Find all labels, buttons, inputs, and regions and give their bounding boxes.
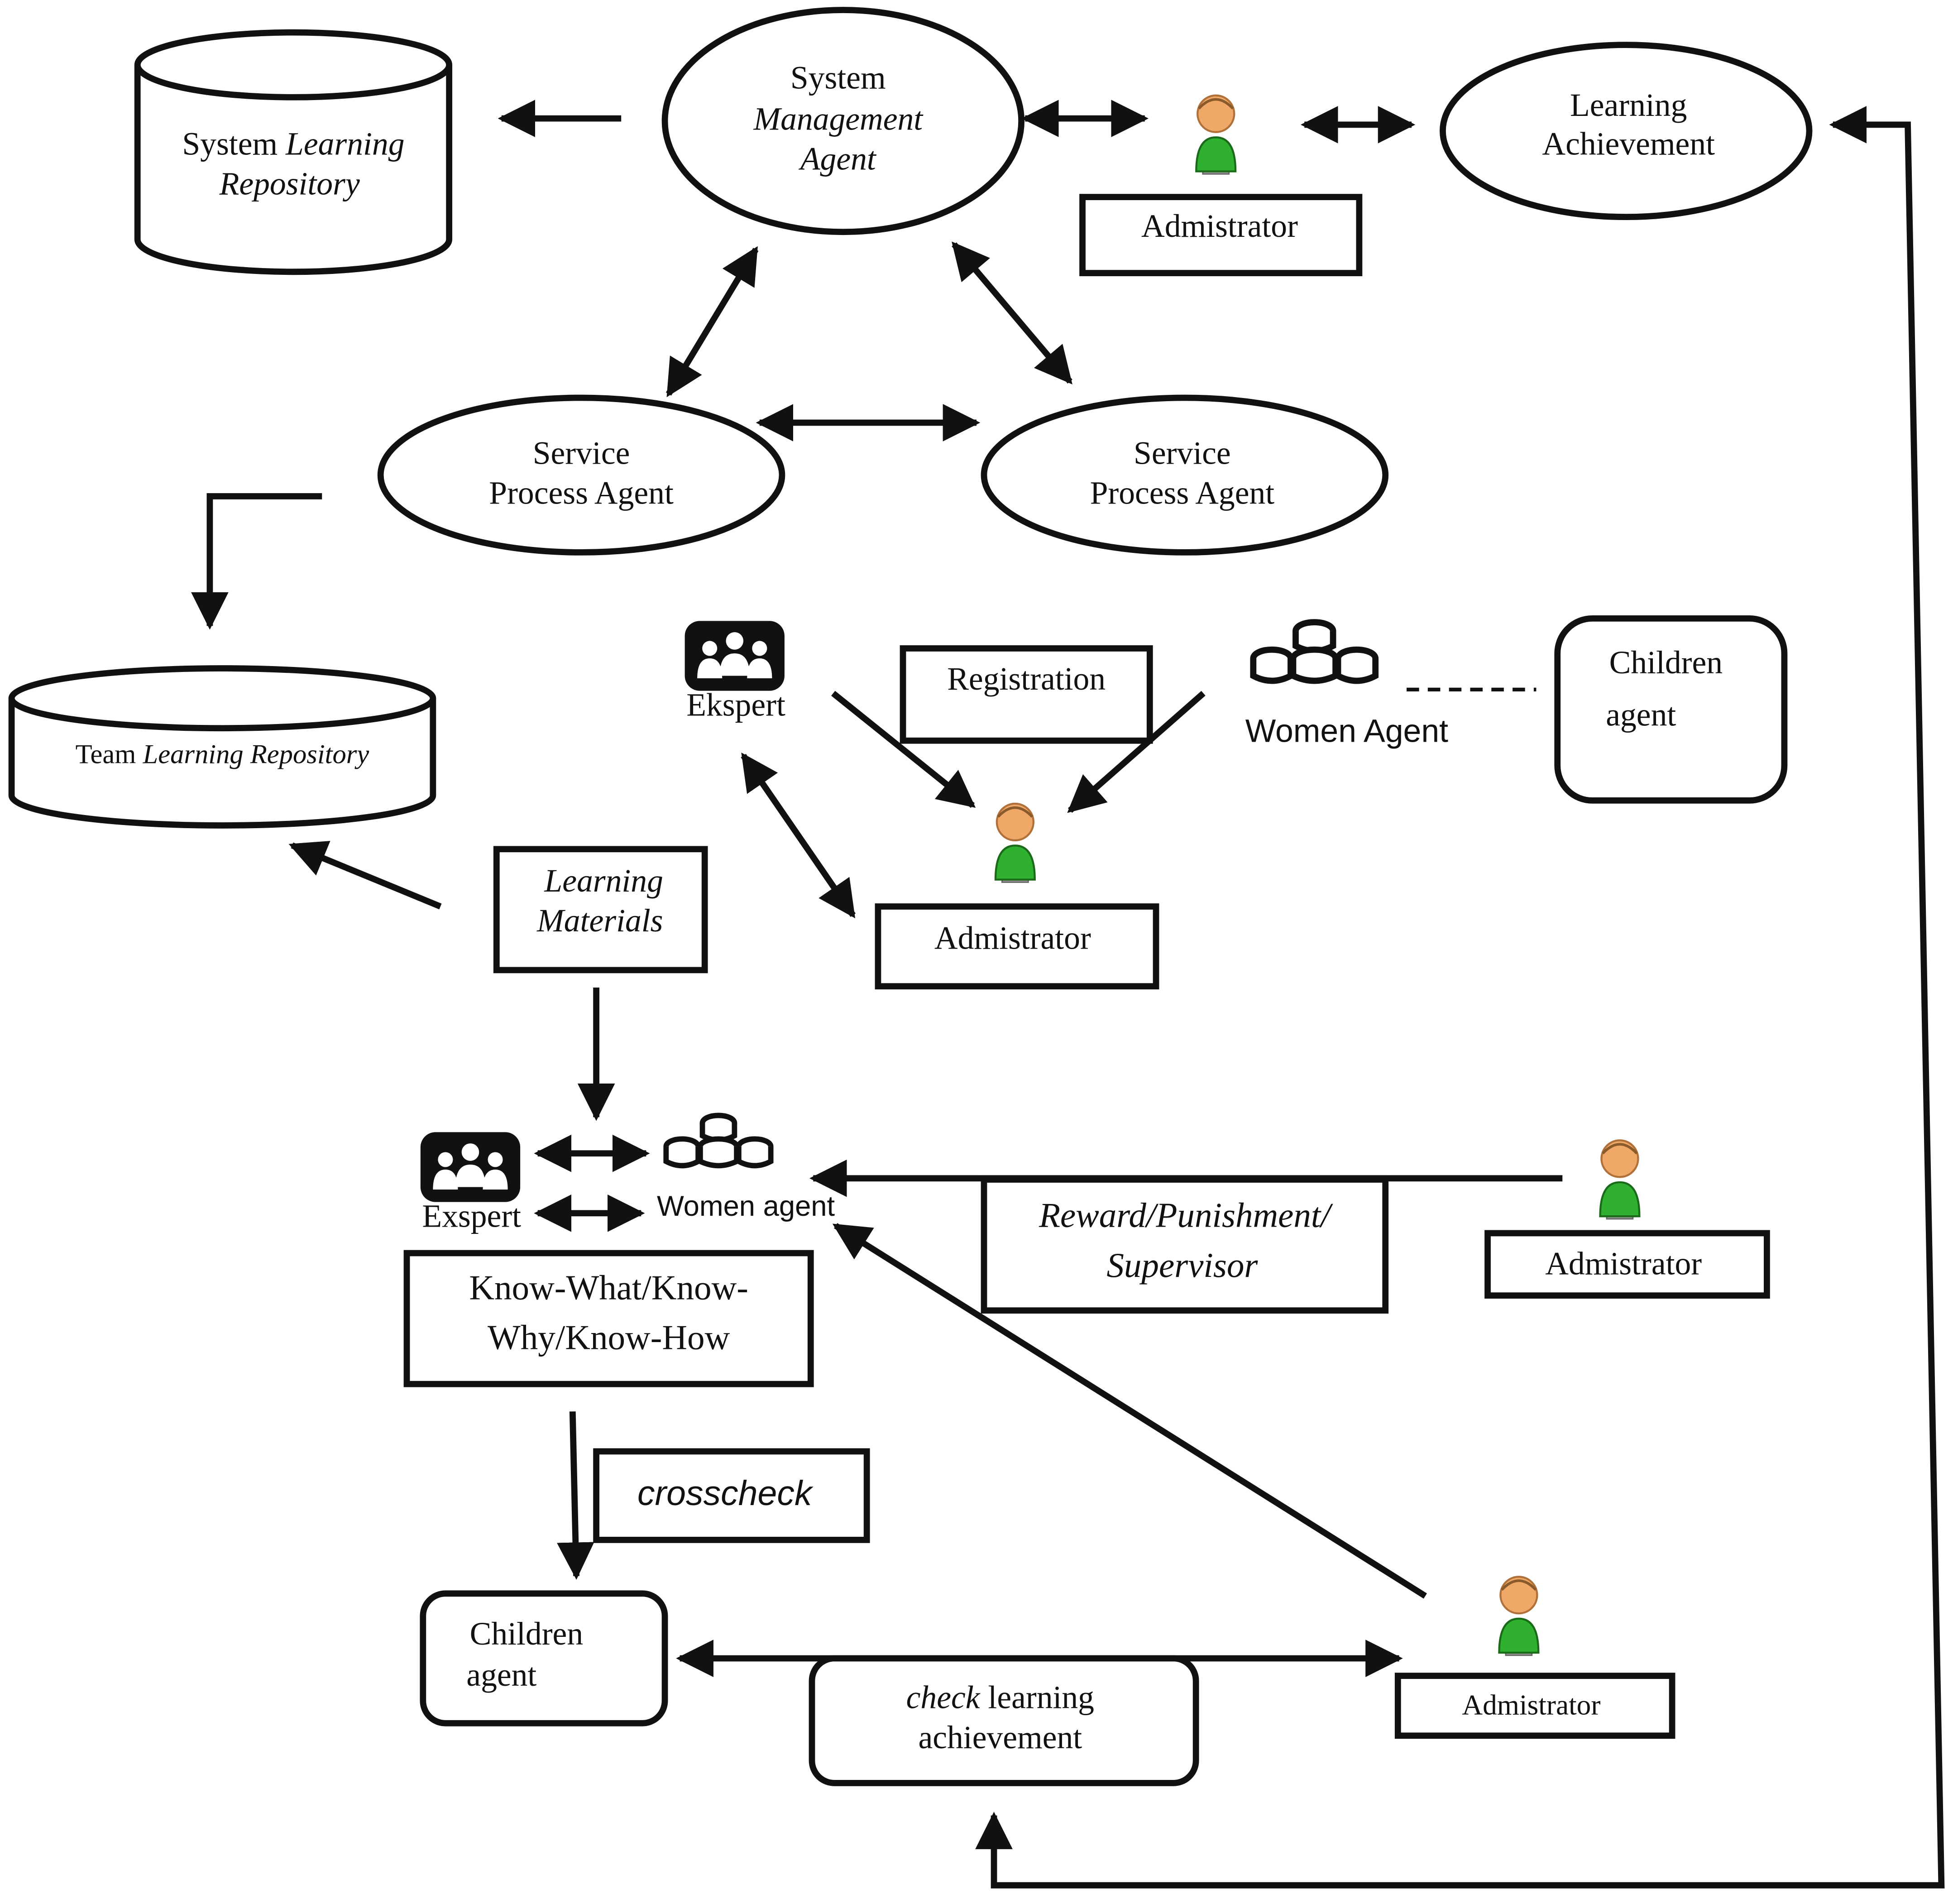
system-repo-text-3: Repository: [219, 166, 360, 202]
admin-box-top: Admistrator: [1079, 194, 1363, 276]
crosscheck-label: crosscheck: [637, 1474, 814, 1513]
check-line-2: achievement: [918, 1720, 1082, 1755]
arrow-know-to-children: [557, 1411, 594, 1580]
person-icon-bottom: [1499, 1577, 1539, 1655]
system-learning-repository: System Learning Repository: [134, 29, 453, 275]
service-right-line-2: Process Agent: [1090, 475, 1275, 511]
team-repo-text-1: Team: [76, 739, 143, 769]
reward-line-2: Supervisor: [1106, 1246, 1258, 1285]
group-icon-bottom: [420, 1132, 521, 1202]
system-mgmt-line-3: Agent: [799, 141, 877, 177]
expert-label-bottom: Exspert: [422, 1199, 521, 1234]
know-line-2: Why/Know-How: [488, 1318, 730, 1357]
arrow-feedback-loop-right: [975, 106, 1945, 1889]
system-mgmt-line-1: System: [790, 60, 886, 96]
system-management-agent: System Management Agent: [661, 7, 1025, 235]
admin-box-right: Admistrator: [1484, 1230, 1770, 1299]
children-middle-line-1: Children: [1609, 645, 1723, 681]
admin-label-top: Admistrator: [1141, 208, 1298, 244]
service-left-line-1: Service: [533, 435, 630, 471]
know-line-1: Know-What/Know-: [469, 1268, 748, 1307]
admin-box-middle: Admistrator: [875, 903, 1159, 990]
check-learning-achievement-box: check learning achievement: [809, 1655, 1199, 1786]
admin-label-right: Admistrator: [1545, 1246, 1702, 1281]
arrow-women-to-admin: [1067, 691, 1206, 813]
reward-line-1: Reward/Punishment/: [1039, 1196, 1333, 1235]
check-italic: check: [906, 1680, 981, 1716]
service-right-line-1: Service: [1134, 435, 1231, 471]
learning-achievement-line-1: Learning: [1570, 87, 1687, 123]
women-agent-label-middle: Women Agent: [1245, 713, 1448, 749]
check-rest: learning: [980, 1680, 1094, 1716]
admin-box-bottom: Admistrator: [1394, 1673, 1675, 1739]
learning-achievement-line-2: Achievement: [1542, 126, 1715, 162]
admin-label-middle: Admistrator: [934, 921, 1091, 956]
expert-label-middle: Ekspert: [686, 687, 785, 723]
women-agent-label-bottom: Women agent: [657, 1190, 835, 1222]
learning-materials-box: Learning Materials: [493, 846, 708, 974]
children-bottom-line-1: Children: [470, 1616, 583, 1652]
svg-text:Team Learning Repository: Team Learning Repository: [76, 739, 369, 769]
crosscheck-box: crosscheck: [593, 1448, 870, 1543]
arrow-materials-to-team-repo: [288, 841, 442, 910]
coins-stack-icon-middle: [1253, 622, 1375, 681]
learning-achievement-ellipse: Learning Achievement: [1440, 42, 1813, 221]
children-middle-line-2: agent: [1606, 697, 1676, 733]
person-icon-middle: [996, 804, 1035, 882]
learning-materials-line-1: Learning: [544, 863, 663, 899]
arrow-bottom-admin-to-women: [832, 1223, 1427, 1599]
arrow-mgmt-service-right: [952, 241, 1072, 384]
children-agent-box-bottom: Children agent: [420, 1590, 668, 1727]
arrow-mgmt-service-left: [665, 246, 759, 398]
team-repo-text-2: Learning Repository: [143, 739, 369, 769]
service-process-agent-right: Service Process Agent: [981, 394, 1389, 556]
children-agent-box-middle: Children agent: [1554, 615, 1788, 804]
svg-text:System Learning: System Learning: [182, 126, 404, 162]
system-mgmt-line-2: Management: [753, 101, 924, 137]
registration-label: Registration: [947, 661, 1106, 697]
admin-label-bottom: Admistrator: [1462, 1689, 1600, 1721]
coins-stack-icon-bottom: [666, 1115, 771, 1165]
service-left-line-2: Process Agent: [489, 475, 674, 511]
arrow-expert-to-admin: [831, 691, 976, 808]
arrow-expert-admin-bidir: [741, 752, 856, 919]
system-repo-text-1: System: [182, 126, 286, 162]
svg-text:check learning: check learning: [906, 1680, 1094, 1716]
person-icon-top: [1196, 96, 1235, 174]
children-bottom-line-2: agent: [466, 1657, 536, 1693]
know-what-box: Know-What/Know- Why/Know-How: [403, 1250, 814, 1387]
registration-box: Registration: [900, 645, 1153, 744]
team-learning-repository: Team Learning Repository: [8, 665, 436, 829]
reward-punishment-box: Reward/Punishment/ Supervisor: [981, 1176, 1389, 1314]
service-process-agent-left: Service Process Agent: [377, 394, 785, 556]
arrow-service-to-team-repo: [191, 493, 322, 630]
learning-materials-line-2: Materials: [536, 903, 663, 939]
system-repo-text-2: Learning: [285, 126, 404, 162]
group-icon-middle: [685, 621, 785, 691]
person-icon-right: [1600, 1140, 1640, 1218]
